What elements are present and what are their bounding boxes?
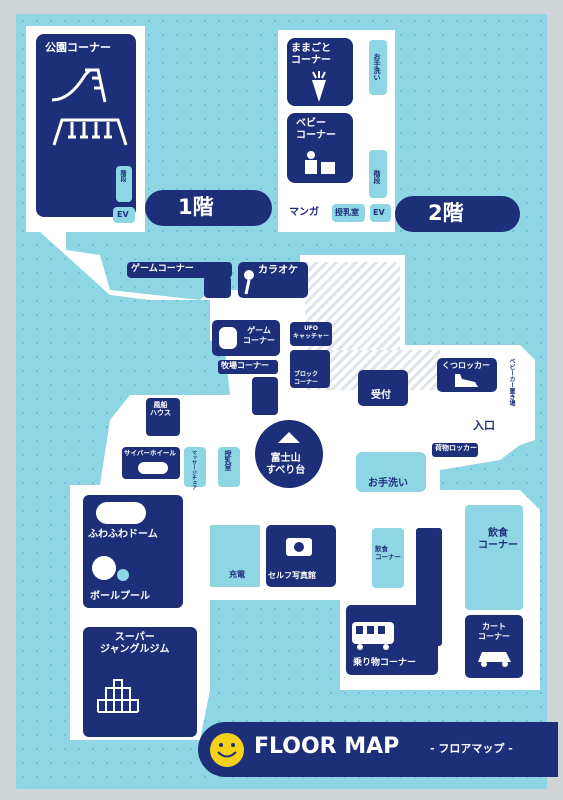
- fuwafuwa-dome-label: ふわふわドーム: [88, 529, 158, 540]
- game-machine-icon: [204, 276, 231, 298]
- second-floor-ev-label: EV: [373, 208, 385, 217]
- park-ev: [113, 207, 135, 223]
- balloon-house: [146, 398, 180, 436]
- first-floor-badge: [145, 190, 272, 226]
- second-floor-toilet: [369, 40, 387, 95]
- ball-icon: [92, 556, 116, 580]
- farm-area: [252, 377, 278, 415]
- jungle-gym-label: スーパー ジャングルジム: [100, 632, 170, 655]
- second-floor-badge: [395, 196, 520, 232]
- second-floor-stairs-label: 階段: [373, 170, 381, 184]
- farm-corner-label: 牧場コーナー: [221, 361, 269, 370]
- first-floor-nursing: [218, 447, 240, 487]
- luggage-locker-label: 荷物ロッカー: [435, 444, 477, 452]
- second-floor-stairs: [369, 150, 387, 198]
- super-jungle-gym: [83, 627, 197, 737]
- reception: [358, 370, 408, 406]
- ride-corner-label: 乗り物コーナー: [353, 658, 417, 668]
- banner-subtitle: - フロアマップ -: [430, 742, 513, 755]
- food-corner-small: [372, 528, 404, 588]
- ufo-catcher: [290, 322, 332, 346]
- wheel-icon: [138, 462, 168, 474]
- fuji-slide: [255, 420, 323, 488]
- karaoke-corner: [238, 262, 308, 298]
- selfie-studio-label: セルフ写真館: [268, 571, 316, 580]
- block-corner-label: ブロック コーナー: [294, 371, 319, 386]
- park-stairs: [116, 166, 132, 202]
- balloon-house-label: 風船 ハウス: [150, 401, 171, 418]
- mamagoto-label: ままごと コーナー: [291, 43, 331, 66]
- first-floor-nursing-label: 授乳室: [224, 450, 232, 471]
- food-corner-label: 飲食 コーナー: [478, 528, 518, 551]
- second-floor-nursing: [332, 204, 365, 222]
- game-corner-top: [127, 262, 232, 278]
- charging-label: 充電: [229, 570, 245, 579]
- massage-chair: [184, 447, 206, 487]
- second-floor-toilet-label: お手洗い: [373, 53, 381, 81]
- block-corner: [290, 350, 330, 388]
- ufo-catcher-label: UFO キャッチャー: [293, 325, 329, 340]
- second-floor-nursing-label: 授乳室: [335, 208, 359, 217]
- reception-label: 受付: [371, 390, 391, 401]
- food-corner: [465, 505, 523, 610]
- first-floor-toilet-label: お手洗い: [368, 478, 408, 489]
- stroller-parking-label: ベビーカー置き場: [508, 358, 515, 406]
- ballpool-label: ボールプール: [90, 591, 150, 602]
- fuji-slide-label: 富士山 すべり台: [266, 453, 306, 476]
- dome-icon: [96, 502, 146, 524]
- manga-label: マンガ: [289, 207, 319, 218]
- baby-corner: [287, 113, 353, 183]
- cyber-wheel-label: サイバーホイール: [124, 449, 176, 457]
- cart-corner: [465, 615, 523, 678]
- first-floor-toilet: [356, 452, 426, 492]
- luggage-locker: [432, 443, 478, 457]
- cart-corner-label: カート コーナー: [478, 622, 510, 641]
- second-floor-ev: [370, 204, 391, 222]
- floor-map-banner: [198, 722, 558, 777]
- park-corner-label: 公園コーナー: [45, 41, 111, 54]
- karaoke-label: カラオケ: [258, 265, 298, 276]
- charging-area: [210, 525, 260, 587]
- first-floor-label: 1階: [178, 195, 214, 219]
- game-corner-mid-label: ゲーム コーナー: [243, 326, 275, 345]
- massage-chair-label: マッサージチェア: [191, 450, 197, 490]
- second-floor-label: 2階: [428, 201, 464, 225]
- game-corner-top-label: ゲームコーナー: [131, 264, 194, 274]
- ball-icon-small: [117, 569, 129, 581]
- banner-title: FLOOR MAP: [254, 734, 400, 759]
- park-ev-label: EV: [117, 210, 129, 219]
- farm-corner: [218, 360, 278, 374]
- shoe-locker-label: くつロッカー: [442, 361, 490, 370]
- food-corner-small-label: 飲食 コーナー: [375, 545, 401, 561]
- baby-corner-label: ベビー コーナー: [296, 118, 336, 141]
- entrance-label: 入口: [473, 419, 495, 432]
- arcade-icon: [219, 327, 237, 349]
- park-stairs-label: 階段: [119, 170, 126, 182]
